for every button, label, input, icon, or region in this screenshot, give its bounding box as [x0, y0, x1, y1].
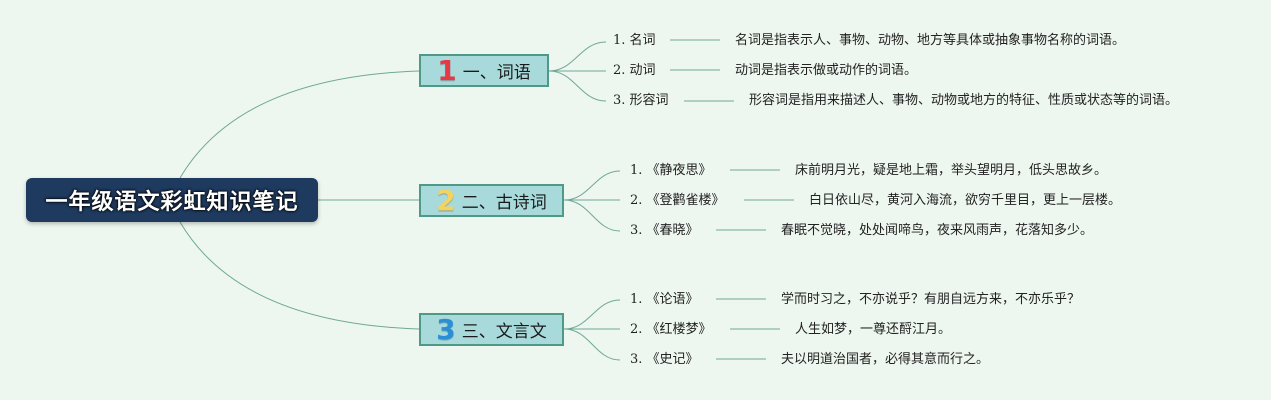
leaf-label-3-3: 3. 《史记》 — [630, 352, 699, 367]
link-b2-leaf-3 — [563, 199, 621, 232]
branch-title-2: 二、古诗词 — [461, 193, 547, 213]
branch-title-3: 三、文言文 — [461, 322, 547, 342]
link-root-branch-1 — [179, 70, 420, 179]
branch-node-3[interactable]: 3 三、文言文 — [419, 313, 564, 346]
leaf-label-3-2: 2. 《红楼梦》 — [630, 322, 712, 337]
leaf-text-1-1: 名词是指表示人、事物、动物、地方等具体或抽象事物名称的词语。 — [735, 33, 1126, 48]
leaf-label-1-1: 1. 名词 — [613, 33, 656, 48]
leaf-label-3-1: 1. 《论语》 — [630, 292, 699, 307]
root-title: 一年级语文彩虹知识笔记 — [45, 190, 299, 215]
leaf-label-2-2: 2. 《登鹳雀楼》 — [630, 193, 725, 208]
leaf-text-2-3: 春眠不觉晓，处处闻啼鸟，夜来风雨声，花落知多少。 — [781, 223, 1094, 238]
leaf-text-1-3: 形容词是指用来描述人、事物、动物或地方的特征、性质或状态等的词语。 — [749, 93, 1179, 108]
leaf-text-3-3: 夫以明道治国者，必得其意而行之。 — [781, 352, 990, 367]
link-b1-leaf-1 — [548, 41, 607, 72]
leaf-label-1-3: 3. 形容词 — [613, 93, 669, 108]
leaf-text-1-2: 动词是指表示做或动作的词语。 — [735, 63, 918, 78]
leaf-text-3-2: 人生如梦，一尊还酹江月。 — [795, 322, 952, 337]
link-b3-leaf-3 — [563, 328, 621, 361]
leaf-label-2-3: 3. 《春晓》 — [630, 223, 699, 238]
branch-node-1[interactable]: 1 一、词语 — [419, 54, 549, 87]
root-node[interactable]: 一年级语文彩虹知识笔记 — [26, 178, 318, 222]
leaf-text-3-1: 学而时习之，不亦说乎？有朋自远方来，不亦乐乎？ — [781, 292, 1081, 307]
link-b3-leaf-1 — [563, 299, 621, 330]
number-1-badge: 1 — [437, 53, 457, 87]
number-3-badge: 3 — [436, 312, 456, 346]
link-b2-leaf-1 — [563, 170, 621, 201]
link-b1-leaf-3 — [548, 70, 607, 102]
link-root-branch-3 — [179, 221, 420, 330]
leaf-text-2-1: 床前明月光，疑是地上霜，举头望明月，低头思故乡。 — [795, 163, 1108, 178]
leaf-label-2-1: 1. 《静夜思》 — [630, 163, 712, 178]
number-2-badge: 2 — [436, 183, 456, 217]
leaf-label-1-2: 2. 动词 — [613, 63, 656, 78]
branch-title-1: 一、词语 — [462, 63, 531, 83]
branch-node-2[interactable]: 2 二、古诗词 — [419, 184, 564, 217]
leaf-text-2-2: 白日依山尽，黄河入海流，欲穷千里目，更上一层楼。 — [809, 193, 1122, 208]
